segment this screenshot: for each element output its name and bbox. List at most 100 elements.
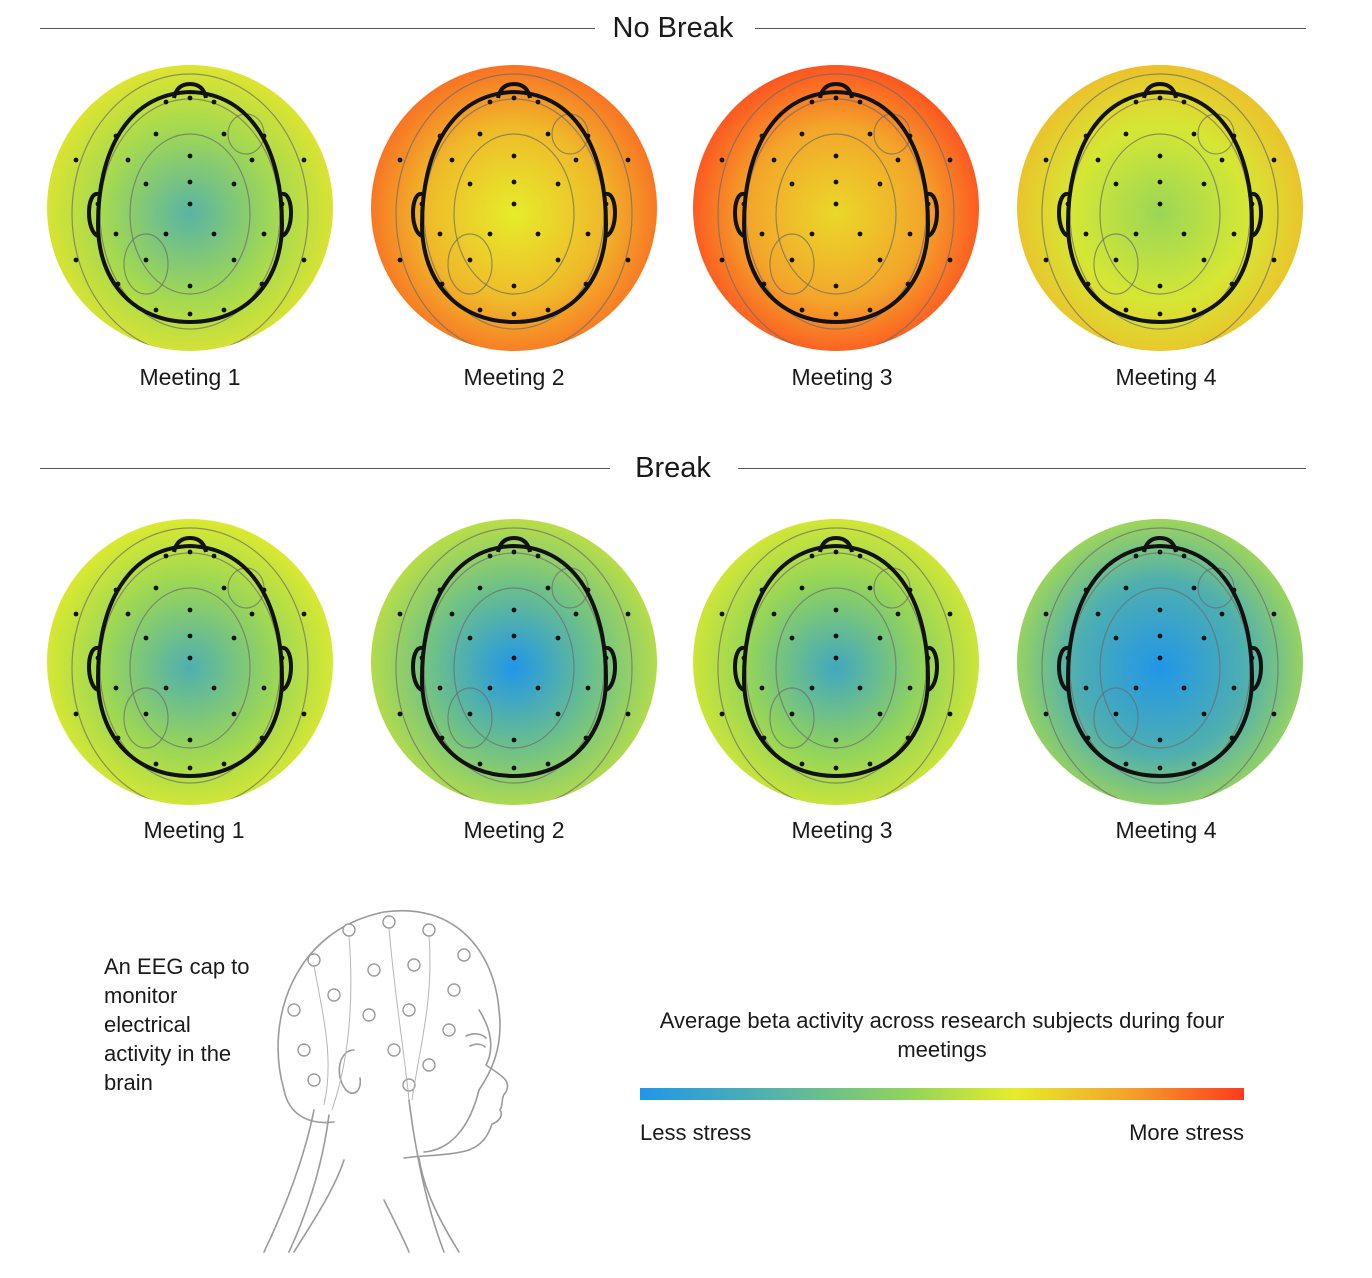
- electrode-dot: [439, 281, 445, 287]
- electrode-dot: [163, 231, 169, 237]
- contour-line: [453, 587, 575, 749]
- electrode-dot: [73, 611, 79, 617]
- eeg-map: [46, 518, 334, 806]
- electrode-dot: [511, 153, 517, 159]
- electrode-dot: [467, 181, 473, 187]
- electrode-dot: [585, 231, 591, 237]
- electrode-dot: [1201, 257, 1207, 263]
- electrode-dot: [511, 655, 517, 661]
- electrode-dot: [799, 761, 805, 767]
- nose-outline: [496, 535, 532, 553]
- legend-title: Average beta activity across research su…: [659, 1008, 1225, 1062]
- electrode-dot: [301, 611, 307, 617]
- ear-outline: [733, 646, 746, 692]
- contour-line: [775, 133, 897, 295]
- electrode-dot: [301, 157, 307, 163]
- electrode-dot: [437, 685, 443, 691]
- electrode-dot: [511, 311, 517, 317]
- electrode-dot: [1201, 181, 1207, 187]
- electrode-dot: [113, 133, 119, 139]
- electrode-dot: [487, 553, 493, 559]
- electrode-dot: [895, 611, 901, 617]
- electrode-dot: [833, 765, 839, 771]
- contour-line: [395, 527, 633, 805]
- electrode-dot: [1229, 281, 1235, 287]
- contour-line: [775, 587, 897, 749]
- ear-outline: [280, 646, 293, 692]
- electrode-dot: [1133, 99, 1139, 105]
- electrode-dot: [789, 635, 795, 641]
- electrode-dot: [511, 607, 517, 613]
- divider-line: [40, 28, 595, 29]
- electrode-dot: [907, 587, 913, 593]
- electrode-dot: [125, 611, 131, 617]
- electrode-dot: [1157, 95, 1163, 101]
- nose-outline: [1142, 535, 1178, 553]
- electrode-dot: [1191, 585, 1197, 591]
- electrode-dot: [163, 99, 169, 105]
- electrode-dot: [833, 95, 839, 101]
- electrode-dot: [1157, 633, 1163, 639]
- electrode-dot: [1133, 685, 1139, 691]
- head-outline: [419, 543, 609, 779]
- electrode-dot: [867, 307, 873, 313]
- electrode-dot: [397, 711, 403, 717]
- electrode-dot: [1271, 611, 1277, 617]
- electrode-dot: [113, 587, 119, 593]
- heat-field: [693, 519, 979, 805]
- electrode-dot: [545, 131, 551, 137]
- electrode-dot: [221, 585, 227, 591]
- electrode-dot: [487, 231, 493, 237]
- heat-field: [47, 65, 333, 351]
- electrode-dot: [1181, 99, 1187, 105]
- electrode-dot: [397, 157, 403, 163]
- electrode-dot: [857, 685, 863, 691]
- electrode-dot: [555, 257, 561, 263]
- electrode-dot: [419, 201, 425, 207]
- head-outline: [95, 89, 285, 325]
- electrode-dot: [73, 257, 79, 263]
- electrode-dot: [877, 635, 883, 641]
- electrode-dot: [261, 231, 267, 237]
- electrode-dot: [249, 611, 255, 617]
- electrode-dot: [1219, 157, 1225, 163]
- electrode-dot: [1043, 611, 1049, 617]
- electrode-dot: [143, 711, 149, 717]
- electrode-dot: [1191, 307, 1197, 313]
- electrode-dot: [187, 95, 193, 101]
- electrode-dot: [419, 655, 425, 661]
- electrode-dot: [249, 157, 255, 163]
- legend-low-label: Less stress: [640, 1120, 752, 1145]
- electrode-dot: [1113, 257, 1119, 263]
- electrode-dot: [789, 257, 795, 263]
- electrode-dot: [143, 257, 149, 263]
- heat-field: [693, 65, 979, 351]
- electrode-dot: [625, 711, 631, 717]
- electrode-dot: [583, 281, 589, 287]
- electrode-dot: [1095, 611, 1101, 617]
- electrode-dot: [809, 553, 815, 559]
- electrode-dot: [437, 587, 443, 593]
- electrode-dot: [1123, 307, 1129, 313]
- electrode-dot: [95, 201, 101, 207]
- topographic-map: [1017, 519, 1303, 805]
- eeg-map: [692, 64, 980, 352]
- nose-outline: [1142, 81, 1178, 99]
- contour-line: [1099, 133, 1221, 295]
- electrode-dot: [187, 549, 193, 555]
- head-outline: [741, 89, 931, 325]
- electrode-dot: [211, 553, 217, 559]
- eeg-map: [370, 64, 658, 352]
- electrode-dot: [789, 711, 795, 717]
- electrode-dot: [221, 307, 227, 313]
- contour-line: [129, 587, 251, 749]
- electrode-dot: [799, 585, 805, 591]
- electrode-dot: [187, 179, 193, 185]
- electrode-dot: [397, 257, 403, 263]
- electrode-dot: [555, 181, 561, 187]
- contour-line: [129, 133, 251, 295]
- electrode-dot: [1043, 711, 1049, 717]
- electrode-dot: [259, 735, 265, 741]
- divider-line: [755, 28, 1306, 29]
- electrode-dot: [437, 231, 443, 237]
